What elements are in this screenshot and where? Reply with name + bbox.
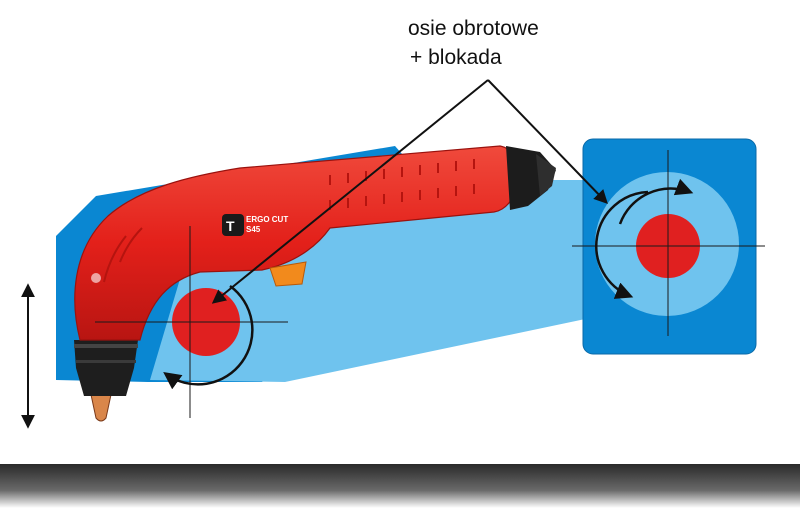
svg-text:T: T [226,218,235,234]
torch-trigger [269,261,307,287]
right-rotation-arrow-upper [618,178,694,225]
torch-tip [89,389,113,422]
pointer-to-right-pivot [487,79,608,205]
torch-brand-text: ERGO CUT [246,215,288,224]
torch: T ERGO CUT S45 [74,145,556,422]
right-rotation-arrow-lower [595,190,649,299]
torch-model-text: S45 [246,225,261,234]
pivot-annotation: osie obrotowe + blokada [408,14,539,72]
torch-logo-icon [222,214,244,236]
annotation-line-2: + blokada [410,46,502,69]
floor-surface [0,464,800,508]
torch-nozzle [74,340,138,396]
pointer-to-left-pivot [211,79,489,304]
torch-head-badge [91,273,101,283]
annotation-line-1: osie obrotowe [408,17,539,40]
left-rotation-arrow [163,284,254,390]
